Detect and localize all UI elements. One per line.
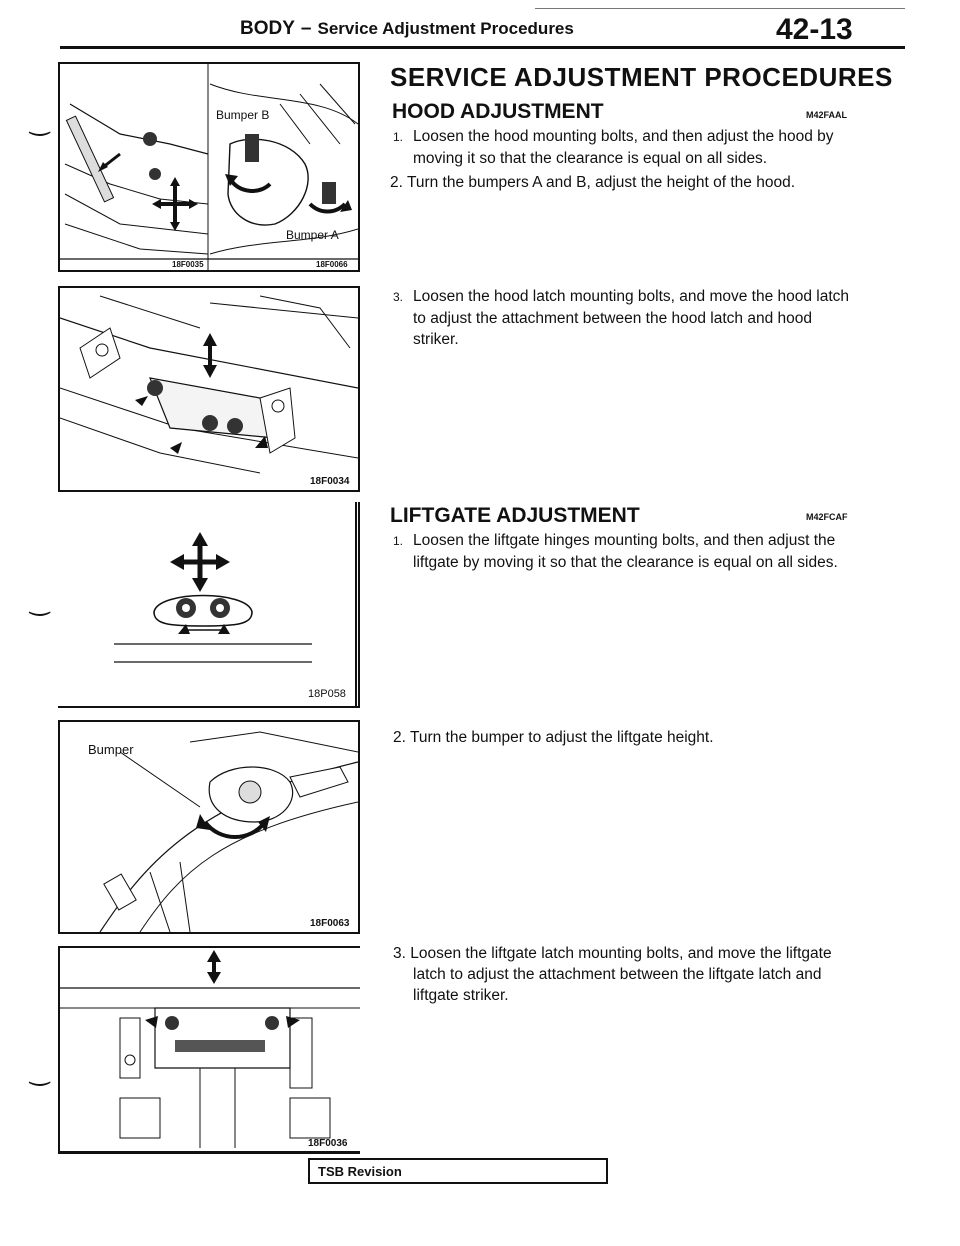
margin-mark: ‿ (30, 109, 50, 136)
header-rule (60, 46, 905, 49)
hood-latch-illustration (60, 295, 358, 474)
figure-liftgate-hinge: 18P058 (58, 502, 360, 708)
figure-code: 18F0034 (310, 476, 350, 487)
hood-step-3: 3. Loosen the hood latch mounting bolts, … (393, 286, 855, 350)
figure-hood-latch: 18F0034 (58, 286, 360, 492)
liftgate-hinge-illustration (114, 502, 357, 706)
liftgate-step-1: 1. Loosen the liftgate hinges mounting bo… (393, 530, 855, 573)
margin-mark: ‿ (30, 589, 50, 616)
header-section: BODY (240, 18, 295, 39)
liftgate-section-code: M42FCAF (806, 512, 848, 522)
figure-code: 18F0036 (308, 1138, 348, 1149)
liftgate-section-title: LIFTGATE ADJUSTMENT (390, 504, 640, 527)
figure-code: 18F0035 (172, 260, 204, 269)
hood-hinge-illustration (60, 64, 358, 270)
hood-step-1-text: Loosen the hood mounting bolts, and then… (413, 128, 834, 167)
liftgate-bumper-illustration (99, 731, 358, 932)
liftgate-step-1-number: 1. (393, 534, 404, 548)
bumper-label: Bumper (88, 742, 134, 757)
tsb-revision-box: TSB Revision (308, 1158, 608, 1184)
hood-step-1-number: 1. (393, 130, 404, 144)
header-dash: – (300, 18, 312, 39)
hood-step-1: 1. Loosen the hood mounting bolts, and th… (393, 126, 855, 169)
liftgate-step-3: 3. Loosen the liftgate latch mounting bo… (393, 945, 832, 1004)
figure-hood-hinge: Bumper B Bumper A 18F0035 18F0066 (58, 62, 360, 272)
header-subtitle: Service Adjustment Procedures (317, 19, 574, 38)
figure-liftgate-latch: 18F0036 (58, 946, 360, 1154)
header-top-rule (535, 8, 905, 9)
page-title: SERVICE ADJUSTMENT PROCEDURES (390, 62, 893, 92)
hood-step-3-text: Loosen the hood latch mounting bolts, an… (413, 288, 850, 348)
bumper-b-label: Bumper B (216, 108, 270, 122)
figure-code: 18P058 (308, 688, 346, 700)
figure-code: 18F0066 (316, 260, 348, 269)
figure-code: 18F0063 (310, 918, 350, 929)
hood-section-code: M42FAAL (806, 110, 848, 120)
hood-section-title: HOOD ADJUSTMENT (392, 100, 604, 123)
liftgate-step-1-text: Loosen the liftgate hinges mounting bolt… (413, 532, 838, 571)
liftgate-latch-illustration (60, 950, 360, 1152)
figure-liftgate-bumper: Bumper 18F0063 (58, 720, 360, 934)
bumper-a-label: Bumper A (286, 228, 339, 242)
hood-step-2: 2. Turn the bumpers A and B, adjust the … (390, 174, 796, 191)
margin-mark: ‿ (30, 1059, 50, 1086)
liftgate-step-2: 2. Turn the bumper to adjust the liftgat… (393, 729, 714, 746)
hood-step-3-number: 3. (393, 290, 404, 304)
page-number: 42-13 (776, 13, 853, 46)
header-title: BODY–Service Adjustment Procedures (240, 18, 574, 40)
